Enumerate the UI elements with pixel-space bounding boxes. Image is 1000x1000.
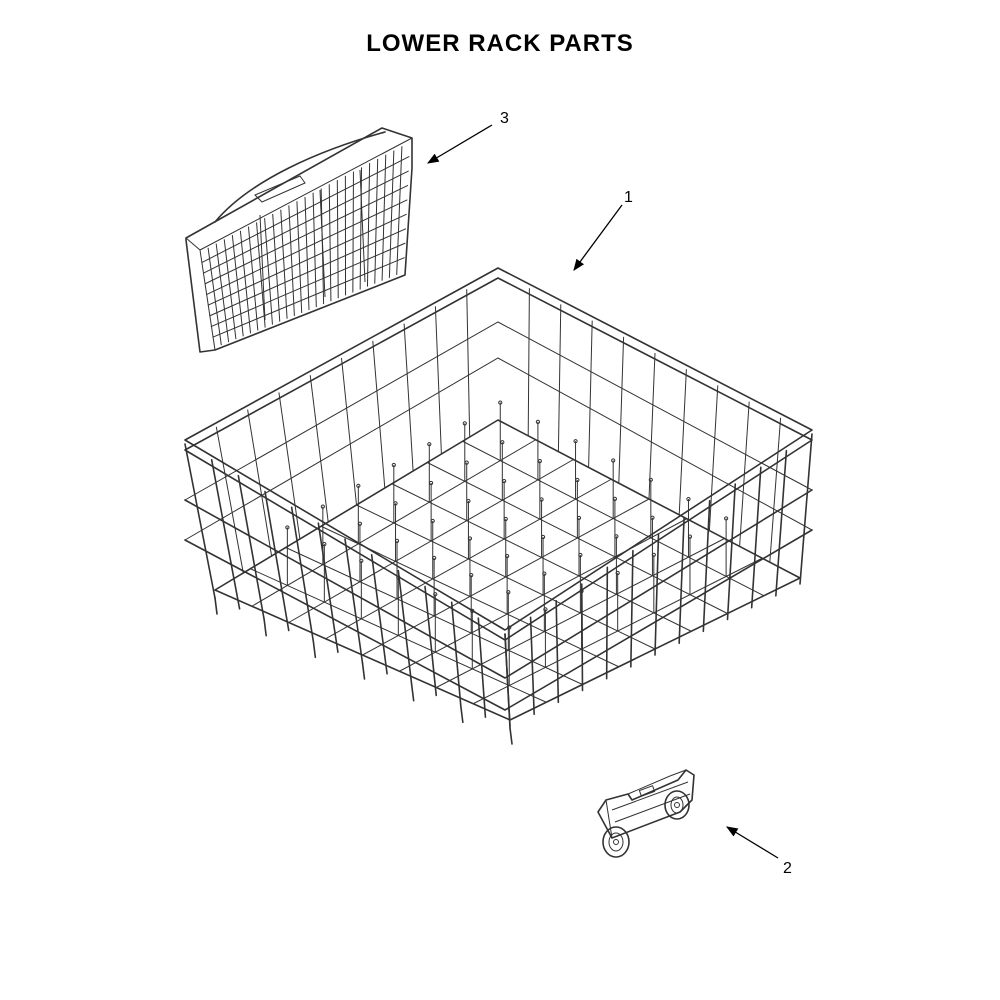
callout-number-1: 1 <box>624 189 633 206</box>
callout-number-2: 2 <box>783 860 792 877</box>
rack-wheel-assembly[interactable] <box>597 769 695 858</box>
lower-rack[interactable] <box>184 267 813 745</box>
callout-1: 1 <box>573 189 633 271</box>
silverware-basket[interactable] <box>185 127 413 353</box>
callout-2: 2 <box>726 826 792 877</box>
callout-number-3: 3 <box>500 110 509 127</box>
page-title: LOWER RACK PARTS <box>366 30 634 57</box>
callout-3: 3 <box>426 110 509 164</box>
